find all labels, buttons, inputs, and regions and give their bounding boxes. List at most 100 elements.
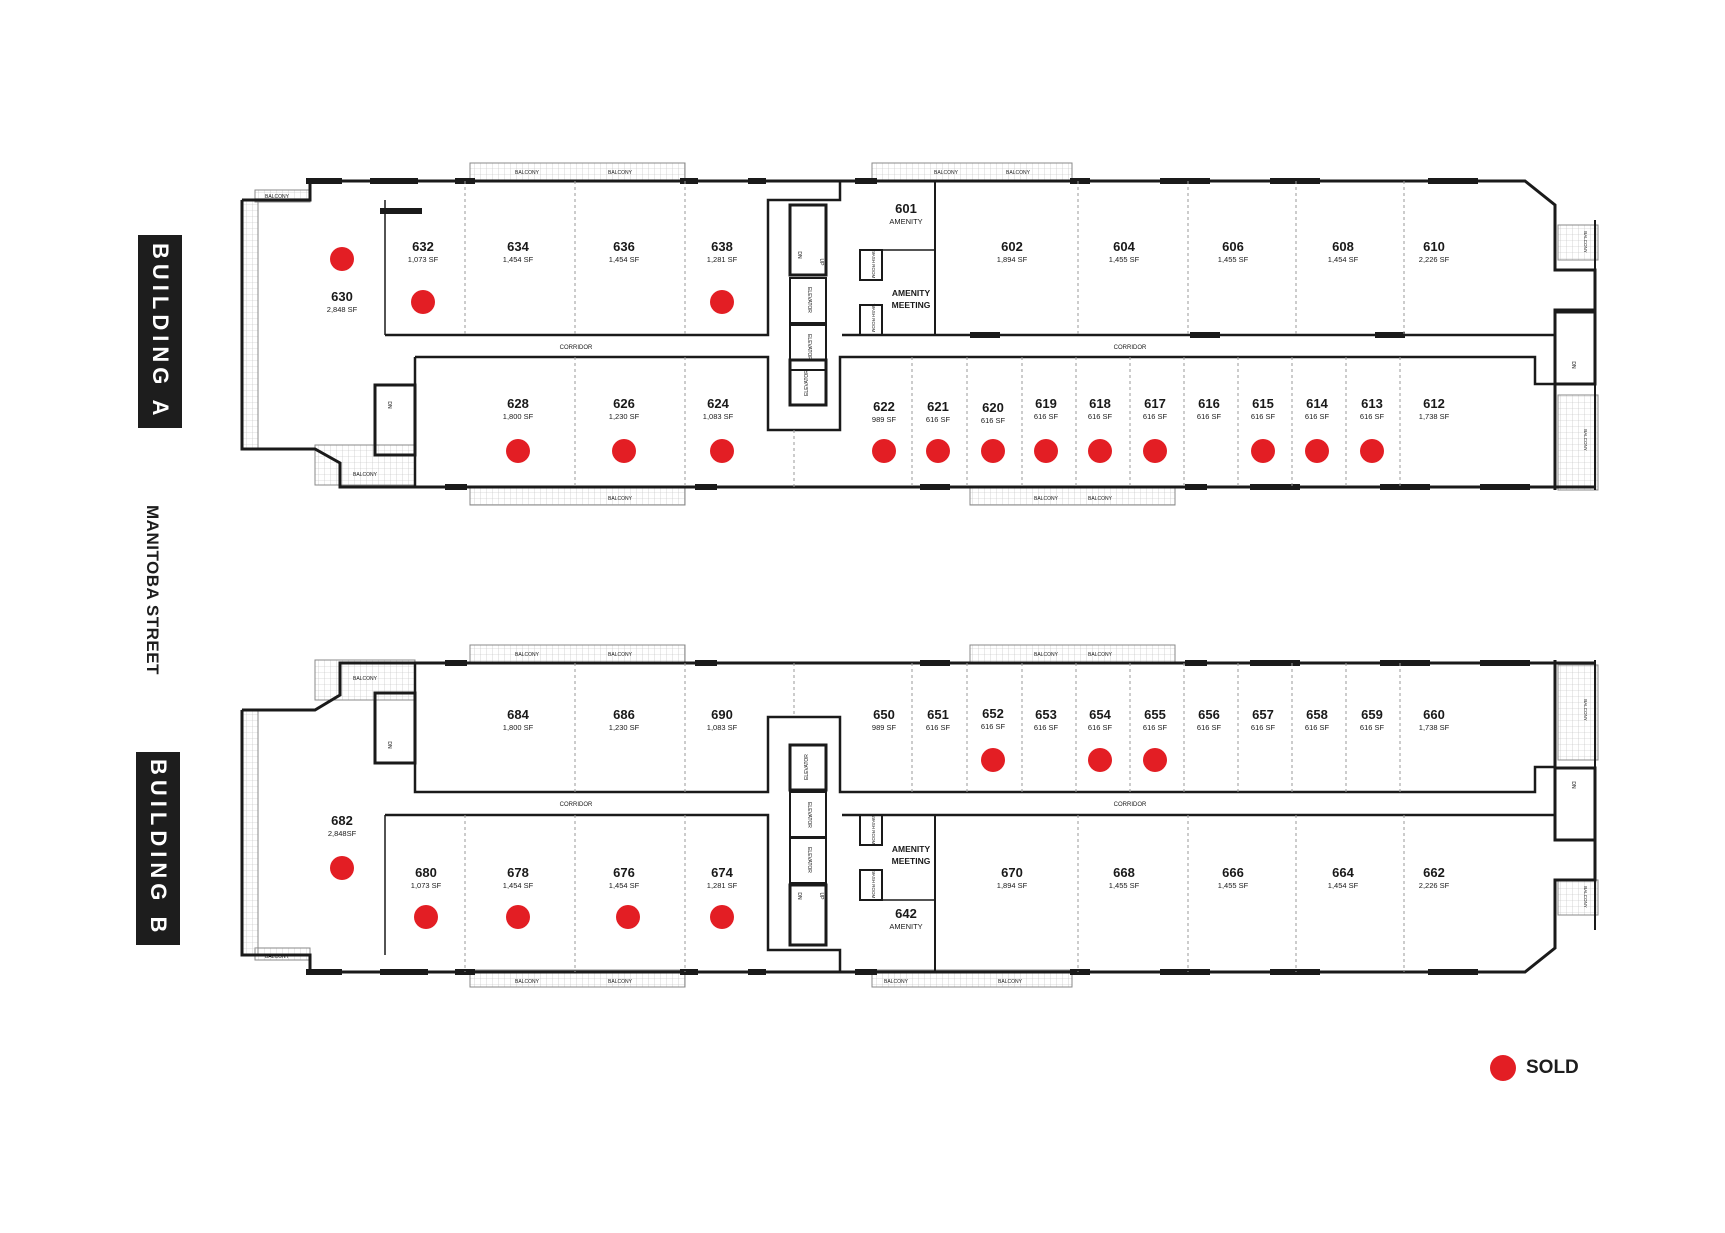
washroom-label: WASH ROOM <box>871 250 876 279</box>
unit-area: 616 SF <box>1034 723 1059 732</box>
balcony-label: BALCONY <box>353 676 378 682</box>
balcony-label: BALCONY <box>608 170 633 176</box>
unit-number: 636 <box>613 239 635 254</box>
unit-number: 682 <box>331 813 353 828</box>
sold-marker <box>1088 748 1112 772</box>
balcony-label: BALCONY <box>1583 699 1588 721</box>
elevator-label: ELEVATOR <box>806 334 812 360</box>
unit-number: 655 <box>1144 707 1166 722</box>
street-label: MANITOBA STREET <box>132 495 172 685</box>
unit-number: 621 <box>927 399 949 414</box>
unit-number: 668 <box>1113 865 1135 880</box>
unit-number: 676 <box>613 865 635 880</box>
unit-area: 1,073 SF <box>411 881 442 890</box>
balcony-label: BALCONY <box>1583 886 1588 908</box>
unit-area: 1,230 SF <box>609 723 640 732</box>
unit-area: 1,454 SF <box>609 255 640 264</box>
unit-area: 1,455 SF <box>1109 255 1140 264</box>
elevator-label: ELEVATOR <box>806 847 812 873</box>
unit-area: 616 SF <box>1305 723 1330 732</box>
unit-number: 624 <box>707 396 729 411</box>
balcony-label: BALCONY <box>934 170 959 176</box>
unit-area: 2,226 SF <box>1419 881 1450 890</box>
sold-marker <box>1088 439 1112 463</box>
unit-number: 606 <box>1222 239 1244 254</box>
elevator-label: ELEVATOR <box>804 370 810 396</box>
sold-marker <box>506 905 530 929</box>
unit-area: 1,738 SF <box>1419 723 1450 732</box>
stair-dn-label: DN <box>1570 361 1576 369</box>
unit-area: AMENITY <box>889 217 922 226</box>
unit-number: 601 <box>895 201 917 216</box>
stair-dn-label: DN <box>386 401 392 409</box>
building-b-label: BUILDING B <box>136 752 180 945</box>
unit-number: 686 <box>613 707 635 722</box>
unit-area: 1,894 SF <box>997 255 1028 264</box>
sold-marker <box>330 247 354 271</box>
unit-area: 989 SF <box>872 415 897 424</box>
balcony-label: BALCONY <box>998 979 1023 985</box>
building-a-text: BUILDING A <box>148 242 173 421</box>
unit-area: 989 SF <box>872 723 897 732</box>
unit-number: 628 <box>507 396 529 411</box>
unit-area: 1,454 SF <box>1328 881 1359 890</box>
unit-area: 1,281 SF <box>707 881 738 890</box>
unit-number: 620 <box>982 400 1004 415</box>
sold-marker <box>506 439 530 463</box>
stair-up-label: UP <box>818 259 824 267</box>
unit-area: 2,848 SF <box>327 305 358 314</box>
unit-area: 616 SF <box>981 722 1006 731</box>
